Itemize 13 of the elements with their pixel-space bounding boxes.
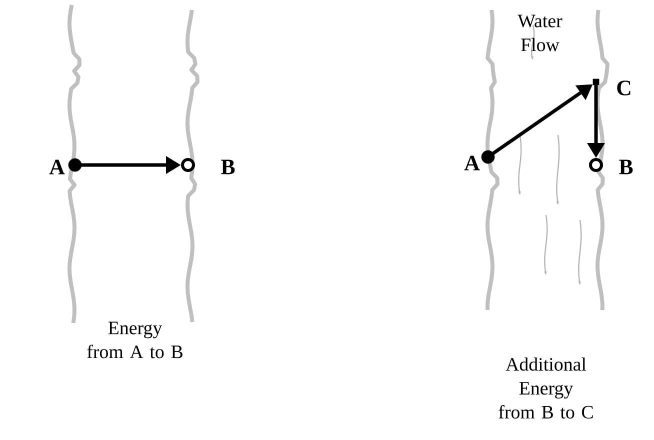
point-label: A	[464, 156, 480, 170]
corner-block	[592, 78, 600, 86]
caption-text: Water Flow	[518, 14, 562, 52]
point-label: C	[617, 80, 630, 96]
caption-text: Energy from A to B	[87, 322, 182, 358]
ring-marker	[589, 158, 603, 172]
ring-marker	[181, 158, 195, 172]
point-label: A	[49, 160, 65, 174]
dot	[68, 158, 82, 172]
point-label: B	[221, 160, 235, 174]
dot	[481, 150, 495, 164]
point-label: B	[619, 160, 633, 174]
caption-text: Additional Energy from B to C	[498, 357, 593, 419]
